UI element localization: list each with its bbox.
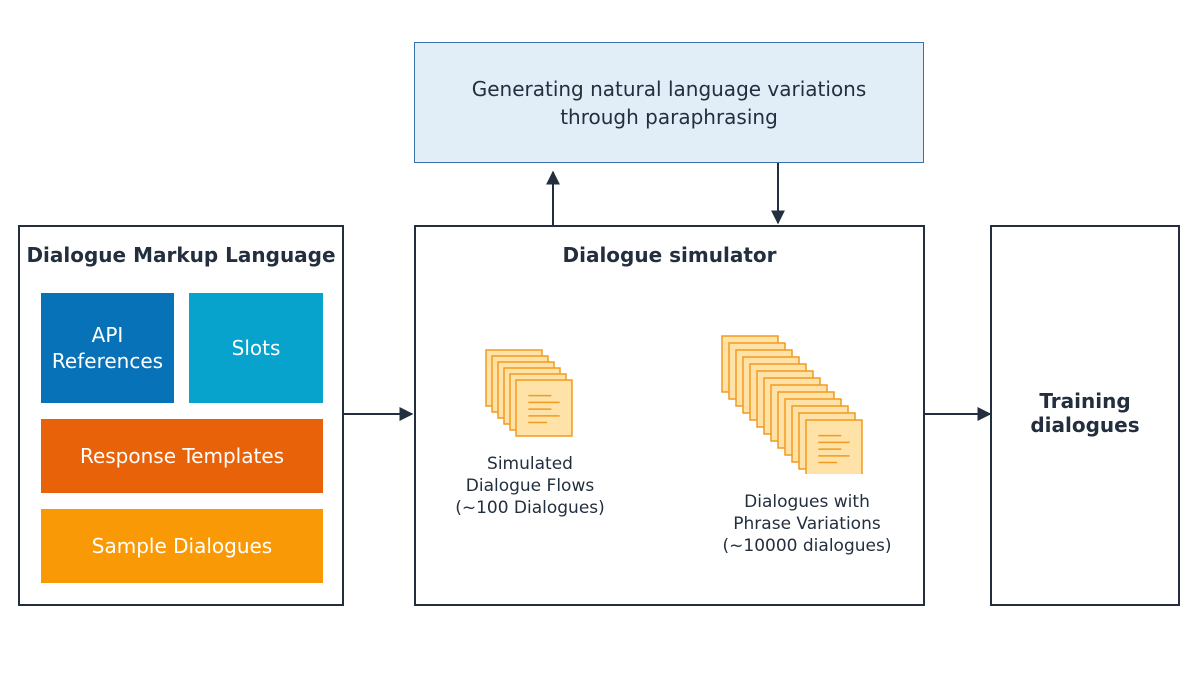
simulator-title: Dialogue simulator [562,243,777,267]
response-templates-label: Response Templates [79,444,285,468]
flows-caption-line2: Dialogue Flows [465,476,595,496]
slots-label: Slots [231,336,281,360]
slots-block: Slots [189,293,323,403]
paraphrase-text-line1: Generating natural language variations [471,76,867,101]
flows-caption-line3: (~100 Dialogues) [455,498,605,518]
document-sheet [515,379,573,437]
response-templates-block: Response Templates [41,419,323,493]
variations-caption-line1: Dialogues with [744,492,870,512]
sample-dialogues-label: Sample Dialogues [91,534,273,558]
training-title-line1: Training [1039,388,1131,413]
paraphrase-text-line2: through paraphrasing [560,104,778,129]
api-references-line1: API [91,323,124,347]
variations-caption-line3: (~10000 dialogues) [722,536,892,556]
api-references-block: API References [41,293,174,403]
variations-caption: Dialogues with Phrase Variations (~10000… [705,491,909,557]
document-sheet [805,419,863,474]
markup-language-panel: Dialogue Markup Language API References … [18,225,344,606]
training-dialogues-panel: Training dialogues [990,225,1180,606]
flows-caption-line1: Simulated [487,454,573,474]
training-title-line2: dialogues [1030,412,1140,437]
document-stack-icon [721,335,863,474]
variations-caption-line2: Phrase Variations [733,514,881,534]
sample-dialogues-block: Sample Dialogues [41,509,323,583]
flows-caption: Simulated Dialogue Flows (~100 Dialogues… [430,453,630,519]
markup-language-title: Dialogue Markup Language [26,243,336,267]
document-stack-icon [485,349,573,437]
api-references-line2: References [51,349,164,373]
paraphrase-box: Generating natural language variations t… [414,42,924,163]
